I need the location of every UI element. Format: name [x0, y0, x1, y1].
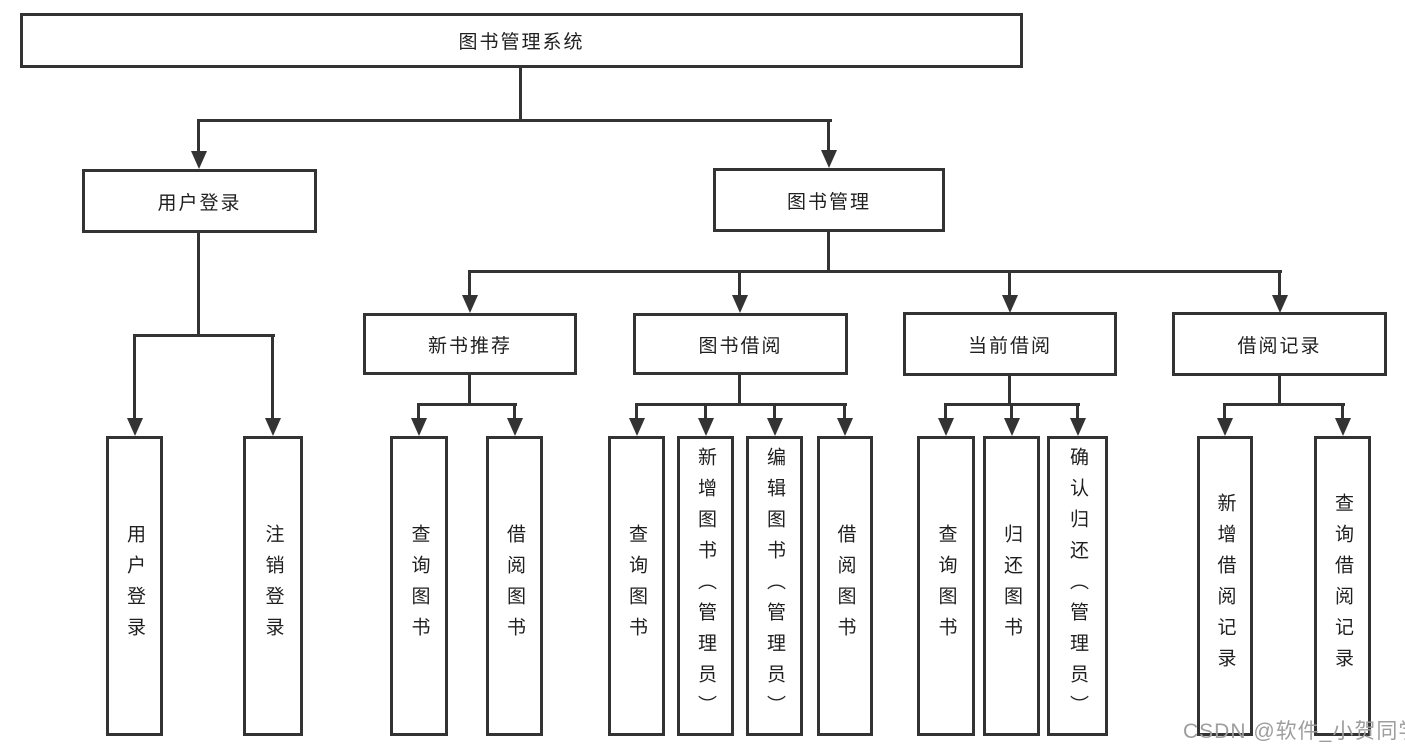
node-book-management-label: 图书管理	[786, 191, 871, 213]
leaf-bb-query-books-label: 查询图书	[626, 524, 647, 648]
node-current-borrow-label: 当前借阅	[967, 335, 1052, 357]
arrowhead-down-icon	[1002, 295, 1018, 313]
connector-line	[468, 270, 471, 297]
connector-line	[1341, 403, 1344, 420]
connector-line	[1223, 403, 1226, 420]
connector-line	[1278, 270, 1281, 297]
connector-line	[1008, 270, 1011, 297]
leaf-nb-borrow-books-label: 借阅图书	[504, 524, 525, 648]
arrowhead-down-icon	[767, 418, 783, 436]
connector-line	[519, 68, 522, 121]
node-new-book-recommend: 新书推荐	[363, 313, 577, 375]
node-book-management: 图书管理	[713, 168, 945, 232]
node-book-borrow: 图书借阅	[633, 313, 848, 375]
node-borrow-records: 借阅记录	[1172, 312, 1387, 376]
connector-line	[197, 233, 200, 336]
connector-line	[944, 403, 947, 420]
leaf-user-login-label: 用户登录	[124, 524, 145, 648]
connector-line	[197, 119, 832, 122]
arrowhead-down-icon	[938, 418, 954, 436]
arrowhead-down-icon	[191, 151, 207, 169]
connector-line	[1008, 376, 1011, 406]
connector-line	[1076, 403, 1079, 420]
leaf-cb-confirm-return-admin: 确认归还（管理员）	[1047, 436, 1108, 736]
connector-line	[133, 334, 136, 420]
node-root: 图书管理系统	[20, 13, 1023, 68]
arrowhead-down-icon	[1217, 418, 1233, 436]
leaf-bb-borrow-books: 借阅图书	[817, 436, 873, 736]
leaf-br-query-record-label: 查询借阅记录	[1332, 493, 1353, 679]
leaf-cb-query-books-label: 查询图书	[935, 524, 957, 648]
leaf-br-add-record: 新增借阅记录	[1197, 436, 1253, 736]
connector-line	[1278, 376, 1281, 406]
leaf-nb-borrow-books: 借阅图书	[486, 436, 543, 736]
connector-line	[635, 403, 638, 420]
node-book-borrow-label: 图书借阅	[698, 335, 783, 357]
arrowhead-down-icon	[629, 418, 645, 436]
arrowhead-down-icon	[1070, 418, 1086, 436]
arrowhead-down-icon	[821, 150, 837, 168]
arrowhead-down-icon	[127, 418, 143, 436]
node-user-login-label: 用户登录	[157, 192, 242, 214]
connector-line	[133, 334, 275, 337]
connector-line	[827, 232, 830, 272]
leaf-cb-return-books: 归还图书	[983, 436, 1040, 736]
connector-line	[513, 403, 516, 420]
leaf-bb-query-books: 查询图书	[608, 436, 665, 736]
leaf-logout: 注销登录	[243, 436, 303, 736]
csdn-watermark: CSDN @软件_小贺同学	[1183, 720, 1405, 743]
leaf-cb-confirm-return-admin-label: 确认归还（管理员）	[1067, 446, 1088, 726]
leaf-cb-query-books: 查询图书	[917, 436, 975, 736]
arrowhead-down-icon	[1272, 295, 1288, 313]
leaf-nb-query-books: 查询图书	[390, 436, 448, 736]
leaf-cb-return-books-label: 归还图书	[1001, 524, 1022, 648]
connector-line	[843, 403, 846, 420]
connector-line	[827, 119, 830, 152]
leaf-nb-query-books-label: 查询图书	[408, 524, 430, 648]
arrowhead-down-icon	[732, 295, 748, 313]
connector-line	[417, 403, 420, 420]
connector-line	[738, 374, 741, 406]
leaf-br-query-record: 查询借阅记录	[1314, 436, 1371, 736]
connector-line	[1010, 403, 1013, 420]
node-new-book-recommend-label: 新书推荐	[427, 335, 512, 357]
leaf-bb-borrow-books-label: 借阅图书	[834, 524, 856, 648]
node-borrow-records-label: 借阅记录	[1237, 335, 1322, 357]
connector-line	[1223, 403, 1345, 406]
leaf-user-login: 用户登录	[106, 436, 163, 736]
connector-line	[197, 119, 200, 152]
node-user-login: 用户登录	[82, 169, 317, 233]
leaf-bb-edit-books-admin-label: 编辑图书（管理员）	[764, 446, 785, 726]
connector-line	[417, 403, 517, 406]
connector-line	[738, 270, 741, 297]
connector-line	[271, 334, 274, 420]
leaf-bb-add-books-admin-label: 新增图书（管理员）	[695, 446, 716, 726]
arrowhead-down-icon	[698, 418, 714, 436]
arrowhead-down-icon	[462, 295, 478, 313]
arrowhead-down-icon	[1004, 418, 1020, 436]
connector-line	[468, 270, 1282, 273]
arrowhead-down-icon	[265, 418, 281, 436]
connector-line	[468, 375, 471, 406]
connector-line	[773, 403, 776, 420]
leaf-bb-edit-books-admin: 编辑图书（管理员）	[746, 436, 803, 736]
connector-line	[635, 403, 847, 406]
leaf-logout-label: 注销登录	[262, 524, 284, 648]
node-current-borrow: 当前借阅	[903, 312, 1117, 376]
arrowhead-down-icon	[1335, 418, 1351, 436]
connector-line	[704, 403, 707, 420]
arrowhead-down-icon	[507, 418, 523, 436]
leaf-bb-add-books-admin: 新增图书（管理员）	[677, 436, 734, 736]
arrowhead-down-icon	[837, 418, 853, 436]
leaf-br-add-record-label: 新增借阅记录	[1214, 493, 1236, 679]
arrowhead-down-icon	[411, 418, 427, 436]
node-root-label: 图书管理系统	[458, 32, 585, 53]
